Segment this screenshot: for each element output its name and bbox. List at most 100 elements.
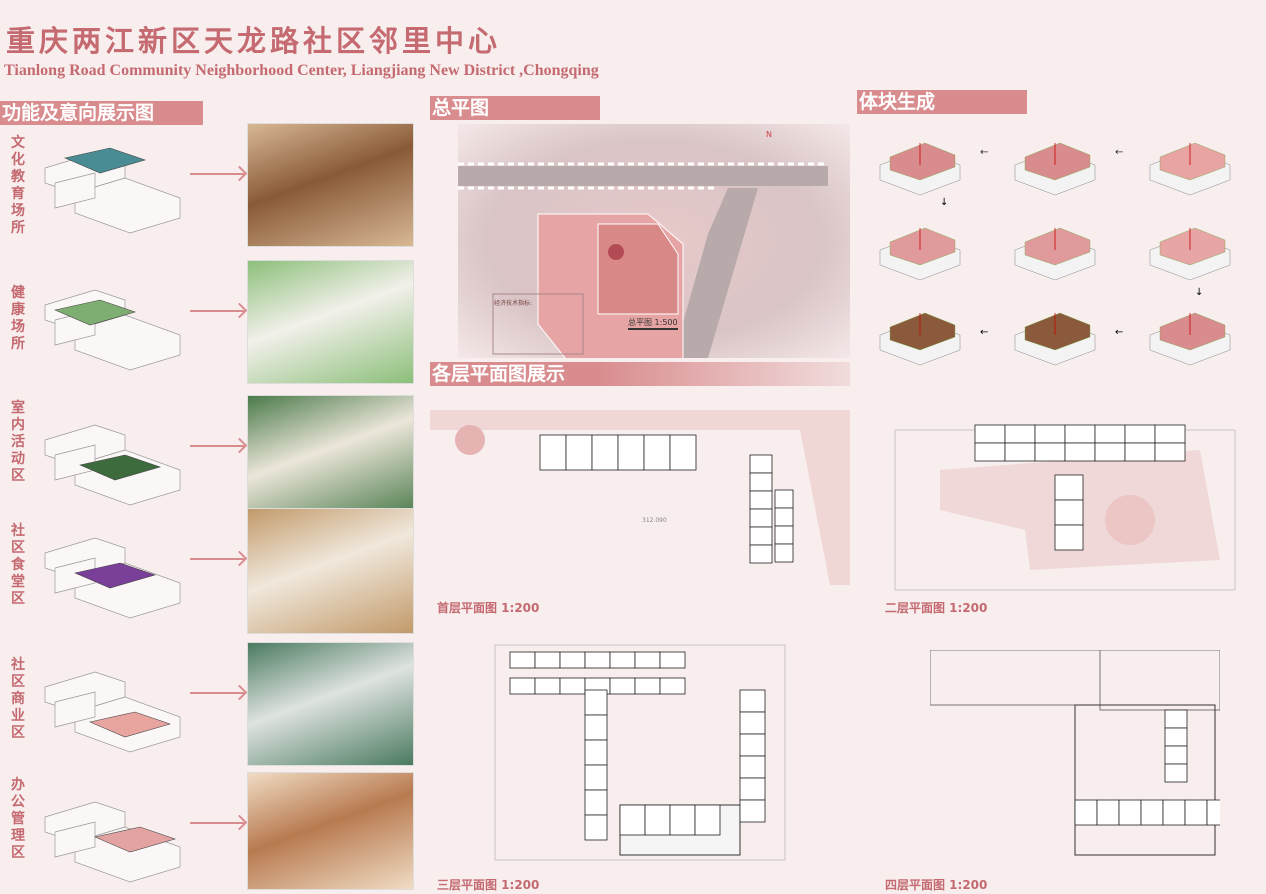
room: [534, 677, 561, 695]
section-site-header: 总平图: [430, 96, 600, 120]
plan-1-caption: 首层平面图 1:200: [437, 601, 540, 615]
room: [634, 651, 661, 669]
arrow-icon: [190, 822, 244, 824]
poster-title: 重庆两江新区天龙路社区邻里中心: [6, 24, 502, 58]
room: [739, 711, 766, 735]
room: [584, 689, 608, 716]
massing-step: [1149, 312, 1231, 366]
section-function-header: 功能及意向展示图: [0, 101, 203, 125]
room: [617, 434, 645, 471]
room: [1118, 799, 1142, 826]
room: [694, 804, 721, 836]
room: [509, 677, 536, 695]
room: [659, 651, 686, 669]
svg-text:←: ←: [980, 147, 988, 158]
massing-step: [1014, 227, 1096, 281]
room: [644, 804, 671, 836]
room: [609, 651, 636, 669]
function-label-canteen: 社区食堂区: [11, 523, 25, 607]
arrow-icon: [190, 558, 244, 560]
room: [774, 507, 794, 527]
highlight-zone: [94, 826, 176, 853]
room: [1164, 727, 1188, 747]
room: [1074, 799, 1098, 826]
arrow-icon: [190, 173, 244, 175]
highlight-zone: [74, 562, 156, 589]
room: [739, 733, 766, 757]
room: [584, 651, 611, 669]
room: [1054, 524, 1084, 551]
axonometric-block-diagram: [35, 523, 185, 623]
room: [749, 490, 773, 510]
room: [609, 677, 636, 695]
room: [1064, 424, 1096, 444]
room: [1164, 763, 1188, 783]
highlight-zone: [64, 147, 146, 174]
function-label-health: 健康场所: [11, 285, 25, 352]
room: [749, 526, 773, 546]
axonometric-block-diagram: [35, 138, 185, 238]
room: [584, 814, 608, 841]
room: [1164, 745, 1188, 765]
room: [739, 689, 766, 713]
plan-2-caption: 二层平面图 1:200: [885, 601, 988, 615]
room: [774, 489, 794, 509]
arrow-icon: [190, 445, 244, 447]
room: [1004, 442, 1036, 462]
axonometric-block-diagram: [35, 787, 185, 887]
axonometric-block-diagram: [35, 410, 185, 510]
massing-step: [1014, 312, 1096, 366]
poster-subtitle: Tianlong Road Community Neighborhood Cen…: [4, 62, 599, 79]
room: [1034, 442, 1066, 462]
reference-photo: [247, 772, 414, 890]
room: [1064, 442, 1096, 462]
room: [584, 789, 608, 816]
arrow-icon: [190, 310, 244, 312]
room: [509, 651, 536, 669]
room: [749, 508, 773, 528]
axonometric-block-diagram: [35, 275, 185, 375]
room: [1154, 424, 1186, 444]
plan-floor-1: 312.090: [430, 410, 850, 590]
massing-step: [879, 312, 961, 366]
plan-4-caption: 四层平面图 1:200: [885, 878, 988, 892]
room: [619, 804, 646, 836]
room: [1184, 799, 1208, 826]
massing-step: [879, 142, 961, 196]
reference-photo: [247, 508, 414, 634]
plan-3-caption: 三层平面图 1:200: [437, 878, 540, 892]
room: [739, 755, 766, 779]
room: [739, 777, 766, 801]
tech-data-title: 经济技术指标:: [494, 300, 533, 307]
room: [669, 804, 696, 836]
axonometric-block-diagram: [35, 657, 185, 757]
reference-photo: [247, 642, 414, 766]
room: [1124, 442, 1156, 462]
room: [1164, 709, 1188, 729]
room: [669, 434, 697, 471]
plan-dimension: 312.090: [642, 517, 667, 524]
room: [974, 424, 1006, 444]
room: [1094, 442, 1126, 462]
room: [534, 651, 561, 669]
room: [749, 454, 773, 474]
room: [739, 799, 766, 823]
room: [584, 714, 608, 741]
room: [1096, 799, 1120, 826]
room: [634, 677, 661, 695]
room: [643, 434, 671, 471]
room: [539, 434, 567, 471]
room: [1206, 799, 1220, 826]
function-label-office: 办公管理区: [11, 777, 25, 861]
massing-step: [1014, 142, 1096, 196]
function-label-activity: 室内活动区: [11, 400, 25, 484]
site-scale-label: 总平图 1:500: [628, 317, 678, 330]
room: [1140, 799, 1164, 826]
highlight-zone: [89, 711, 171, 738]
svg-text:↓: ↓: [940, 197, 948, 208]
massing-step: [1149, 142, 1231, 196]
room: [591, 434, 619, 471]
room: [1004, 424, 1036, 444]
reference-photo: [247, 123, 414, 247]
north-arrow-icon: N: [766, 130, 772, 139]
